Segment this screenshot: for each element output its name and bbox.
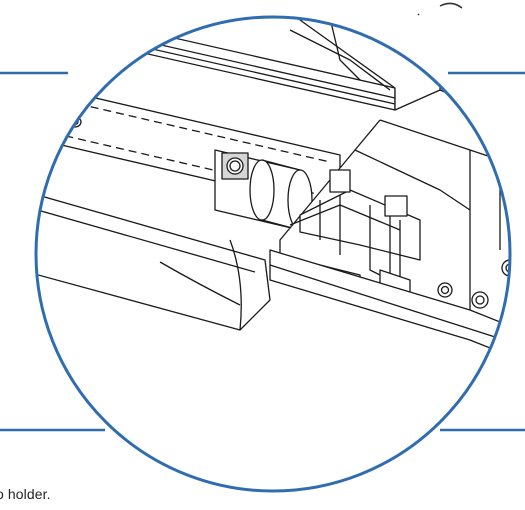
lower-housing bbox=[36, 189, 271, 331]
corner-fragment bbox=[417, 2, 463, 16]
screw-3 bbox=[501, 259, 510, 277]
magnifier-ring bbox=[34, 15, 512, 493]
caption-text: o holder. bbox=[0, 486, 51, 502]
caption-fragment: o holder. bbox=[0, 486, 51, 502]
magnified-view bbox=[36, 17, 510, 361]
tube-dashed-top bbox=[39, 94, 331, 163]
